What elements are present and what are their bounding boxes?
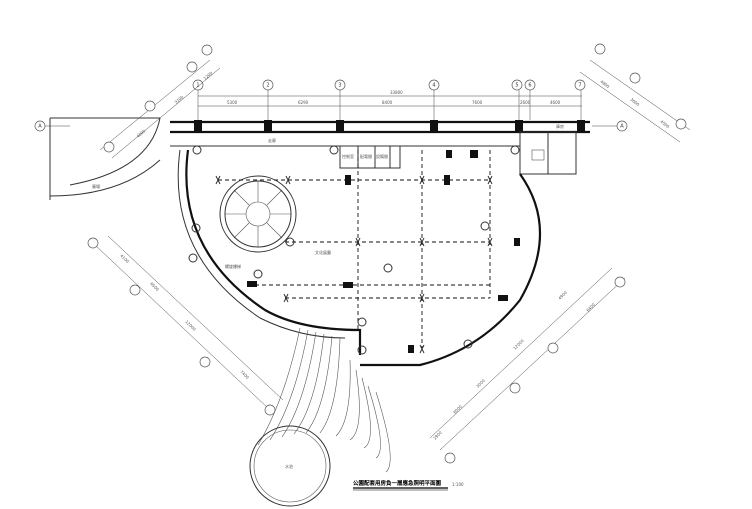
lower-left-dimension <box>87 235 284 416</box>
dim-lower-left-1: 4100 <box>119 253 130 264</box>
dim-lower-right-4: 8000 <box>452 404 463 415</box>
axis-label: 6 <box>528 83 531 89</box>
dim-span-3: 8400 <box>382 100 393 105</box>
dim-lower-left-4: 7400 <box>239 369 250 380</box>
right-arm-dimension <box>579 43 691 143</box>
side-axis <box>34 120 628 132</box>
axis-label: 5 <box>515 83 518 89</box>
axis-label: A <box>38 124 42 130</box>
dim-span-1: 5300 <box>227 100 238 105</box>
cross-symbols <box>215 175 493 354</box>
axis-label: 1 <box>196 83 199 89</box>
column-circles <box>188 145 520 355</box>
axis-bubble <box>262 79 274 91</box>
dim-right-arm-1: 4800 <box>599 79 610 89</box>
dim-lower-right-1: 4900 <box>557 290 568 301</box>
axis-label: 3 <box>338 83 341 89</box>
dim-span-6: 4600 <box>550 100 561 105</box>
pool <box>249 425 331 507</box>
room-plaza: 廣場 <box>92 183 100 189</box>
amphitheatre-steps <box>257 327 391 473</box>
drawing-scale: 1:100 <box>452 482 464 487</box>
room-pool: 水池 <box>285 463 293 469</box>
axis-bubble <box>524 79 536 91</box>
room-small-4: 庫房 <box>556 123 564 129</box>
drawing-title: 公園配套用房負一層應急照明平面圖 <box>353 479 442 487</box>
axis-label: 4 <box>432 83 435 89</box>
dim-span-2: 6290 <box>298 100 309 105</box>
emergency-light-fixtures <box>247 150 520 353</box>
dim-lower-right-6: 6400 <box>585 302 596 313</box>
dim-right-arm-3: 4500 <box>659 119 670 129</box>
room-small-3: 設備間 <box>376 153 388 159</box>
axis-bubble <box>574 79 586 91</box>
dim-lower-right-3: 3000 <box>475 378 486 389</box>
room-small-2: 配電間 <box>360 153 372 159</box>
building-walls <box>49 117 590 367</box>
dim-left-arm-3: 4000 <box>135 128 146 139</box>
axis-label: 2 <box>266 83 269 89</box>
top-axis-bubbles <box>192 79 586 91</box>
dim-right-arm-2: 3000 <box>629 97 640 107</box>
axis-label: A <box>620 124 624 130</box>
dim-left-arm-1: 1200 <box>202 70 213 81</box>
dim-lower-left-3: 12000 <box>184 319 197 332</box>
dim-overall: 33800 <box>390 90 403 95</box>
spiral-stair <box>219 175 297 253</box>
room-small-1: 控制室 <box>342 153 354 159</box>
axis-bubble <box>334 79 346 91</box>
dim-lower-right-5: 2900 <box>432 430 443 441</box>
axis-bubble <box>428 79 440 91</box>
dim-span-4: 7600 <box>472 100 483 105</box>
room-exhibition: 文化展廳 <box>315 249 331 255</box>
axis-bubble <box>511 79 523 91</box>
top-dimension-lines <box>197 88 582 120</box>
left-arm-dimension <box>99 44 221 159</box>
room-stair: 螺旋樓梯 <box>225 263 241 269</box>
room-corridor: 走廊 <box>268 137 276 143</box>
lower-right-dimension <box>429 267 626 464</box>
dim-lower-left-2: 6500 <box>149 281 160 292</box>
axis-bubble <box>192 79 204 91</box>
dim-span-5: 2600 <box>520 100 531 105</box>
axis-label: 7 <box>578 83 581 89</box>
dim-lower-right-2: 12000 <box>512 338 525 351</box>
dim-left-arm-2: 3100 <box>173 94 184 105</box>
